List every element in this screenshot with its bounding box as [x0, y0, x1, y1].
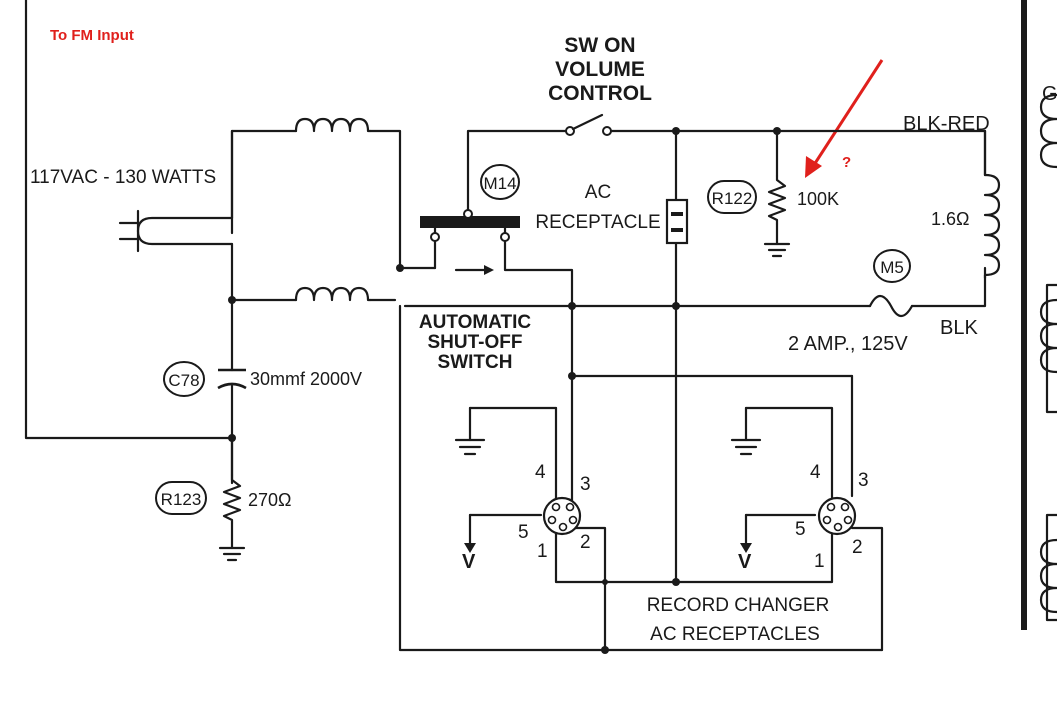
r122-value: 100K [797, 189, 839, 209]
socket2-pin2: 2 [852, 537, 863, 558]
blk-red-label: BLK-RED [903, 113, 990, 135]
sw-on-label-line2: VOLUME [555, 58, 645, 81]
socket2-pin4: 4 [810, 462, 821, 483]
c78-label: C78 [168, 371, 199, 390]
ac-receptacle-icon [665, 198, 689, 245]
fuse-rating-label: 2 AMP., 125V [788, 333, 908, 355]
sw-on-label-line1: SW ON [564, 34, 635, 57]
socket2-v-arrow [740, 543, 752, 553]
socket2-pin3: 3 [858, 470, 869, 491]
upper-choke-coil [294, 117, 372, 133]
r123-value: 270Ω [248, 490, 292, 510]
c78-value: 30mmf 2000V [250, 369, 362, 389]
socket1-pin5: 5 [518, 522, 529, 543]
r123-label: R123 [161, 490, 202, 509]
r123-resistor [218, 473, 246, 562]
socket1-v-arrow [464, 543, 476, 553]
record-changer-label-line2: AC RECEPTACLES [650, 624, 820, 645]
ground-icon-socket1 [454, 438, 486, 456]
socket1-v-label: V [462, 551, 476, 573]
power-source-label: 117VAC - 130 WATTS [30, 167, 216, 188]
blk-label: BLK [940, 317, 978, 339]
socket2-v-label: V [738, 551, 752, 573]
right-edge-partial-schematic [1021, 0, 1057, 630]
r122-label: R122 [712, 189, 753, 208]
socket1-pin2: 2 [580, 532, 591, 553]
socket1-pin3: 3 [580, 474, 591, 495]
annotation-to-fm-input: To FM Input [50, 27, 134, 44]
annotation-question-mark: ? [842, 154, 851, 171]
auto-shutoff-switch [420, 209, 520, 275]
socket2-pin1: 1 [814, 551, 825, 572]
right-edge-gl-label: GI [1042, 83, 1057, 105]
speaker-field-coil [983, 129, 1001, 280]
socket2-pin5: 5 [795, 519, 806, 540]
m14-badge: M14 [480, 164, 520, 200]
auto-switch-label-line2: SHUT-OFF [428, 332, 523, 353]
m5-badge: M5 [873, 249, 911, 283]
auto-switch-label-line3: SWITCH [438, 352, 513, 373]
annotation-red-arrow [805, 59, 884, 178]
ac-receptacle-label-line1: AC [585, 182, 611, 203]
c78-badge: C78 [163, 361, 205, 397]
record-changer-label-line1: RECORD CHANGER [647, 595, 830, 616]
r122-badge: R122 [707, 180, 757, 214]
m14-label: M14 [483, 174, 516, 193]
ac-receptacle-label-line2: RECEPTACLE [535, 212, 660, 233]
r123-badge: R123 [155, 481, 207, 515]
power-plug-icon [118, 129, 234, 302]
record-changer-socket-2 [817, 496, 857, 536]
wiring [24, 0, 987, 652]
socket1-pin4: 4 [535, 462, 546, 483]
record-changer-socket-1 [542, 496, 582, 536]
auto-switch-label-line1: AUTOMATIC [419, 312, 532, 333]
lower-choke-coil [294, 286, 372, 302]
fuse-m5 [868, 294, 914, 318]
r122-resistor [763, 174, 791, 258]
coil-value: 1.6Ω [931, 209, 969, 229]
sw-on-switch [565, 113, 612, 136]
sw-on-label-line3: CONTROL [548, 82, 652, 105]
c78-capacitor [217, 368, 247, 390]
junction-dots [228, 127, 781, 654]
ground-icon-socket2 [730, 438, 762, 456]
m5-label: M5 [880, 258, 904, 277]
socket1-pin1: 1 [537, 541, 548, 562]
